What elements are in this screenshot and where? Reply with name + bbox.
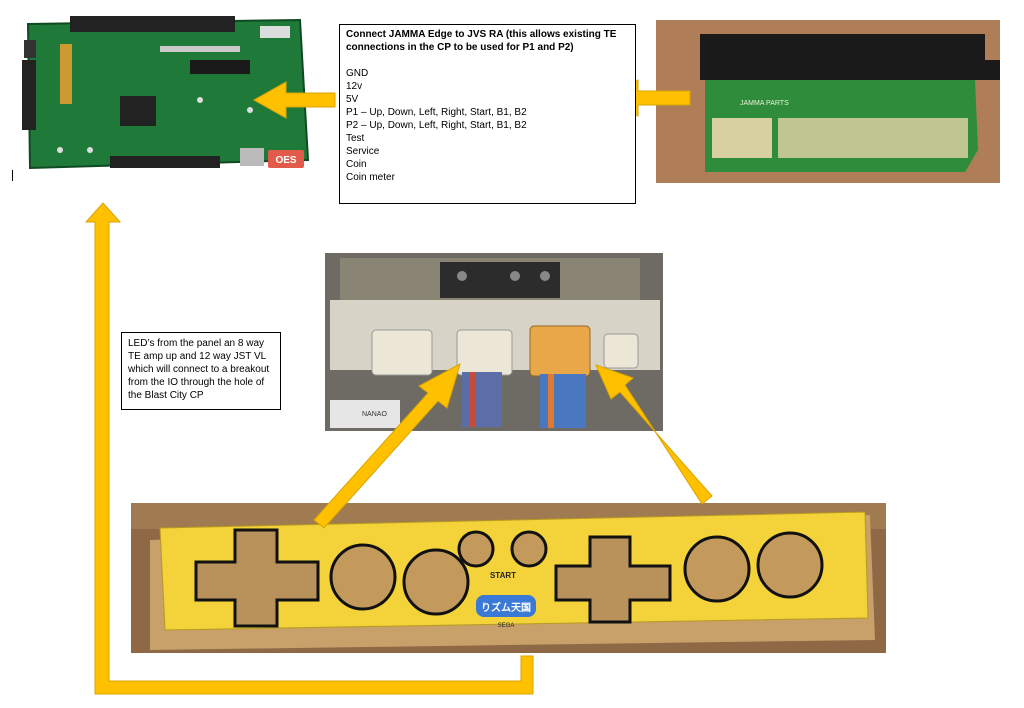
led-note-text: LED’s from the panel an 8 way TE amp up … <box>128 338 270 401</box>
arrow-textbox-to-io-board <box>252 81 336 119</box>
jamma-note-list: GND 12v 5V P1 – Up, Down, Left, Right, S… <box>346 67 629 184</box>
io-board-badge-text: OES <box>275 155 296 166</box>
arrow-panel-to-left-connector <box>313 362 461 529</box>
maker-text: SEGA <box>498 623 515 629</box>
game-logo: りズム天国 <box>481 601 531 614</box>
jamma-note-item: 12v <box>346 81 363 92</box>
arrow-panel-to-right-connector <box>595 364 713 505</box>
connector-plate-text: NANAO <box>362 411 387 418</box>
text-cursor <box>12 170 13 181</box>
control-panel-photo: START りズム天国 SEGA <box>131 503 886 653</box>
led-note-box: LED’s from the panel an 8 way TE amp up … <box>121 332 281 410</box>
io-board-photo: OES <box>18 14 318 174</box>
jamma-adapter-label: JAMMA PARTS <box>740 100 789 107</box>
jamma-note-item: Service <box>346 146 380 157</box>
jamma-note-item: P1 – Up, Down, Left, Right, Start, B1, B… <box>346 107 527 118</box>
jamma-note-item: GND <box>346 68 369 79</box>
jamma-note-item: Coin meter <box>346 172 395 183</box>
jamma-note-box: Connect JAMMA Edge to JVS RA (this allow… <box>339 24 636 204</box>
io-board-badge <box>268 150 304 168</box>
start-label: START <box>490 571 516 580</box>
jamma-note-item: 5V <box>346 94 359 105</box>
jamma-note-title: Connect JAMMA Edge to JVS RA (this allow… <box>346 29 617 53</box>
jamma-adapter-photo: JAMMA PARTS <box>656 20 1000 183</box>
jamma-note-item: Test <box>346 133 365 144</box>
arrow-panel-to-io-board-route <box>84 202 534 695</box>
jamma-note-item: P2 – Up, Down, Left, Right, Start, B1, B… <box>346 120 527 131</box>
connector-block-photo: NANAO <box>325 253 663 431</box>
jamma-note-item: Coin <box>346 159 367 170</box>
